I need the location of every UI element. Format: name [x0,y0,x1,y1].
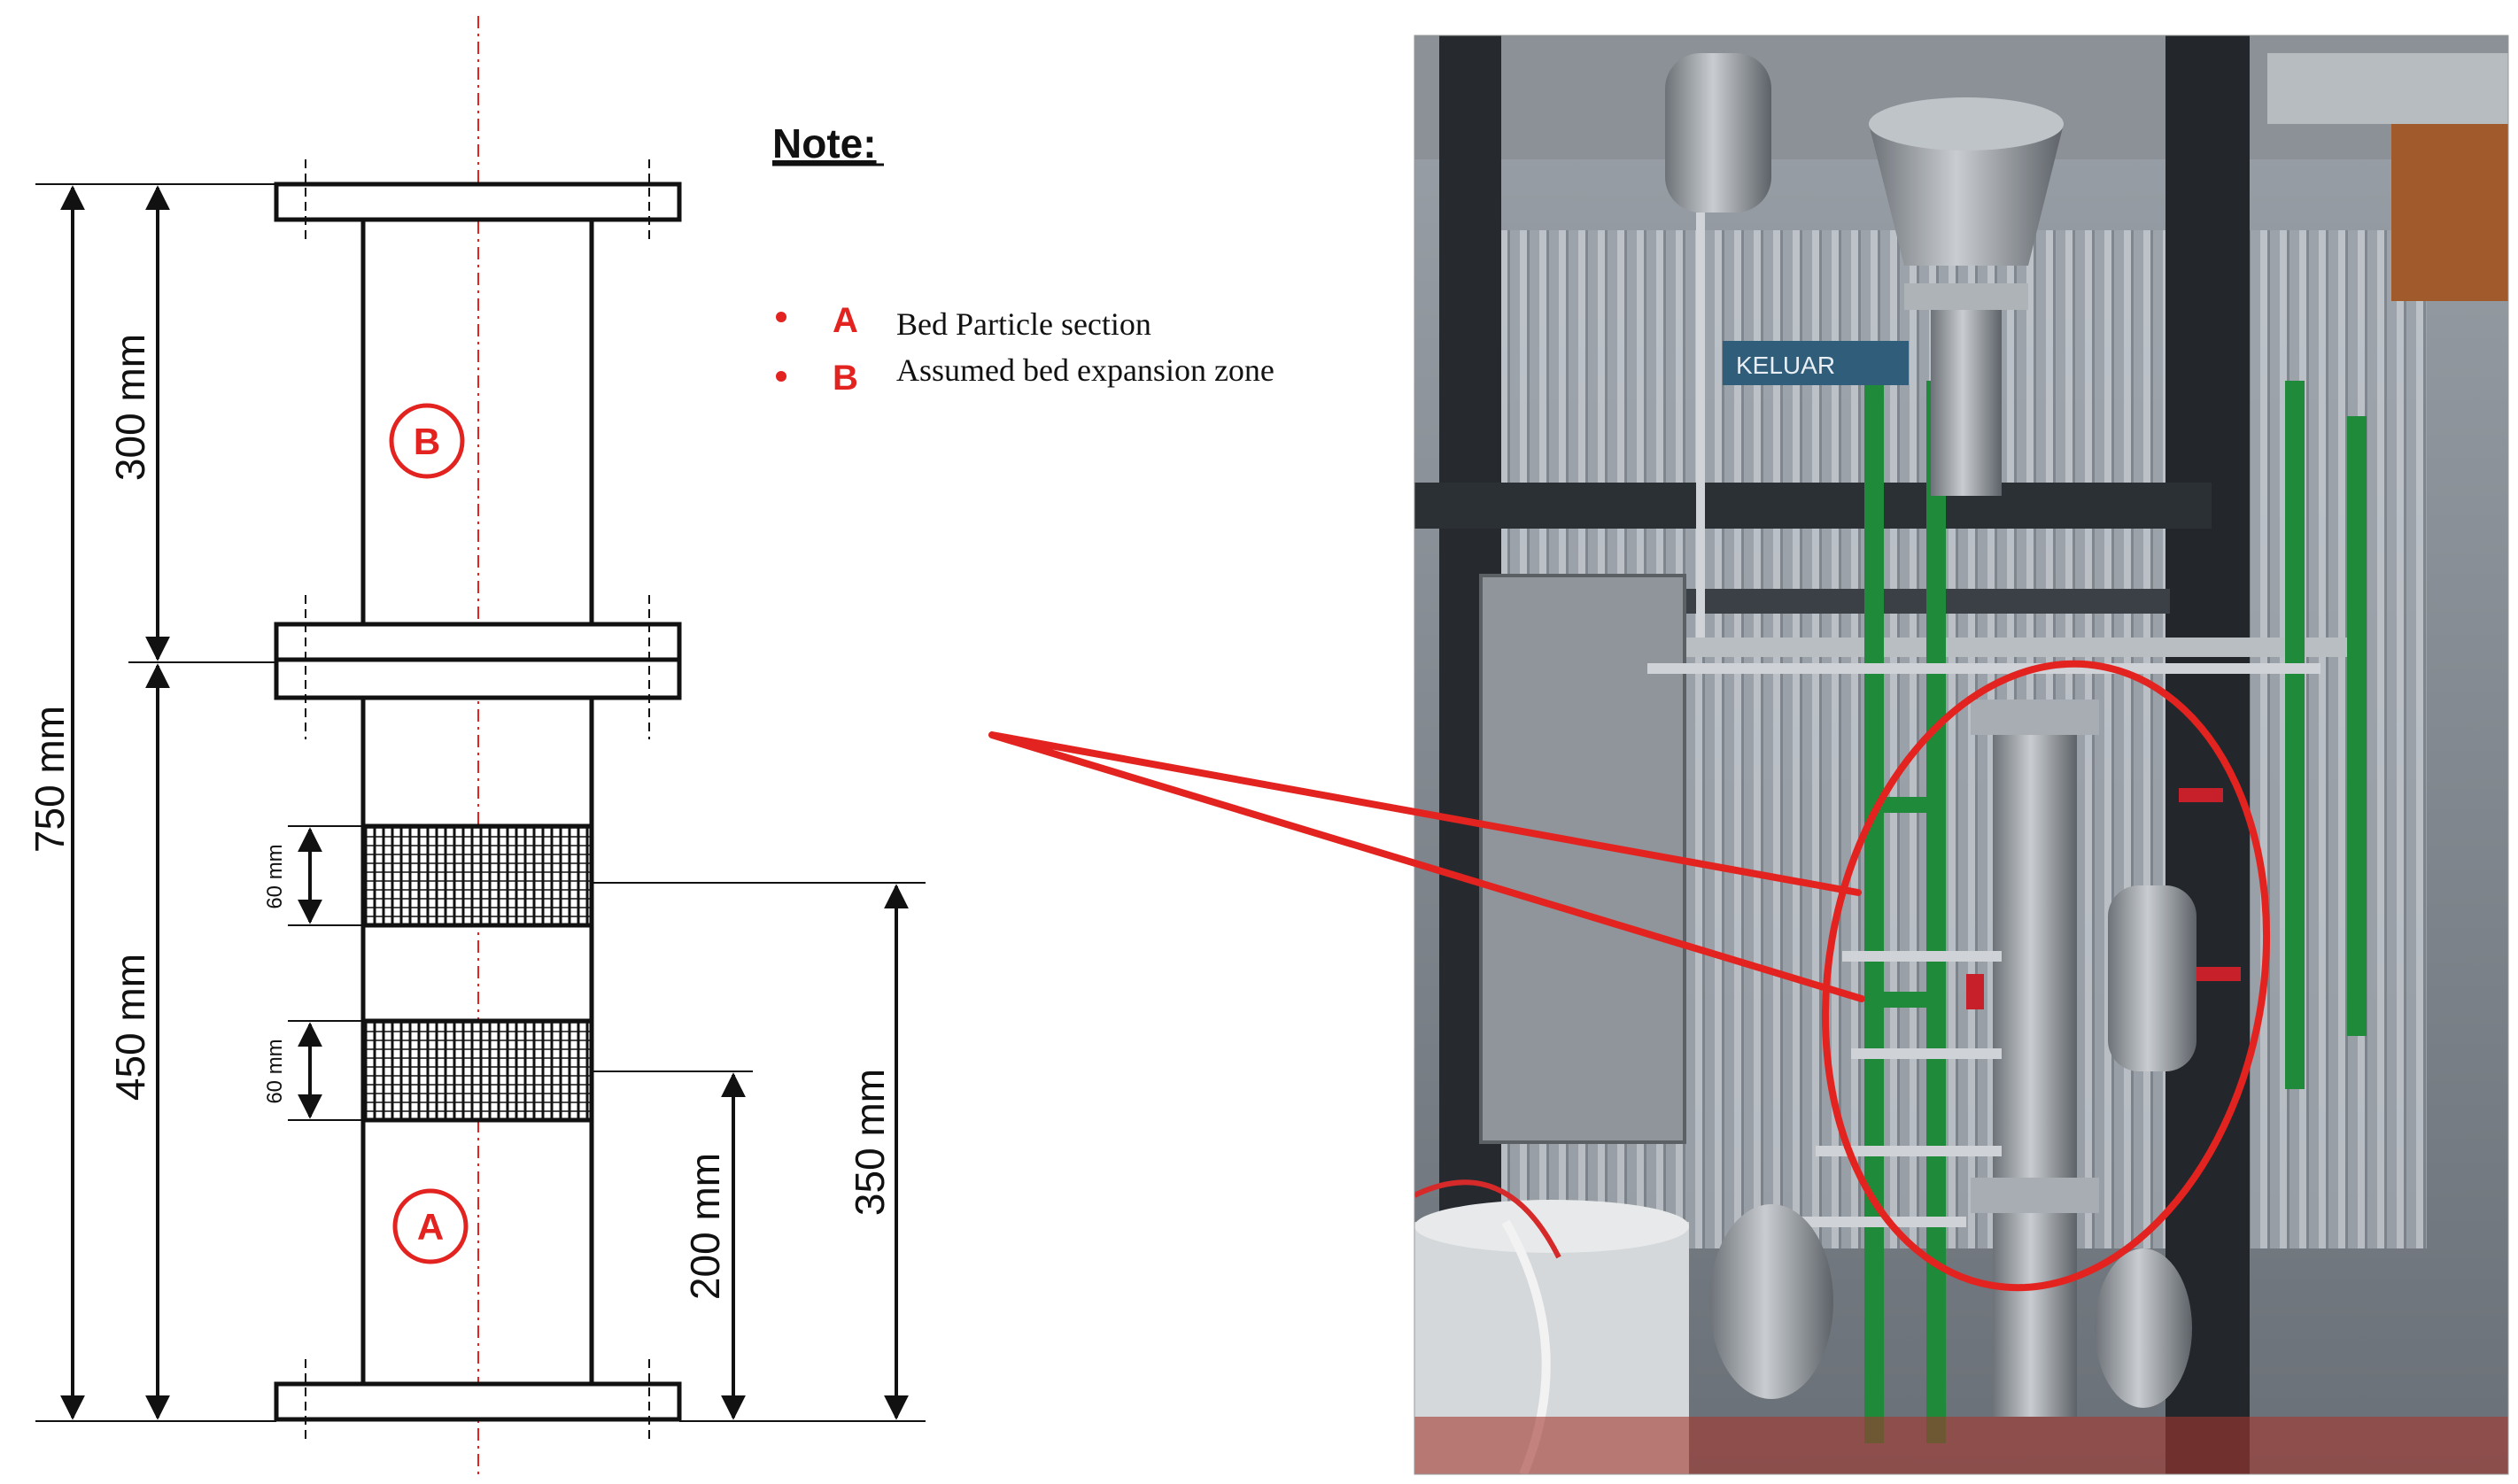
middle-flange-upper [274,622,682,662]
photo-sign [1723,341,1909,385]
photo-green-frame [1864,381,2367,1443]
dim-350-label: 350 mm [847,1069,893,1216]
zone-a-marker: A [392,1188,469,1264]
legend-key-a: A [833,301,858,340]
dim-300-label: 300 mm [107,334,153,481]
reactor-drawing: B A 750 mm [27,16,926,1474]
reactor-photo: KELUAR [1414,35,2509,1475]
photo-reactor-column [1993,699,2077,1195]
top-flange [274,182,682,222]
note-title: Note: [772,120,877,166]
legend-text-b: Assumed bed expansion zone [896,352,1274,388]
zone-b-marker: B [389,403,465,479]
legend-key-b: B [833,359,858,398]
dim-60-lower-label: 60 mm [263,1039,287,1103]
dim-450-label: 450 mm [107,954,153,1101]
legend-bullet-b [776,371,786,382]
zone-b-label: B [414,421,440,462]
dim-200-label: 200 mm [682,1153,728,1300]
dim-60-upper-label: 60 mm [263,844,287,908]
note-legend: Note: A Bed Particle section B Assumed b… [772,120,1274,398]
bolt-lines [305,159,650,1443]
legend-bullet-a [776,312,786,322]
photo-steel-column-right [2165,35,2250,1474]
middle-flange-lower [274,657,682,700]
dim-750-label: 750 mm [27,706,73,853]
photo-side-vessel [2108,885,2196,1071]
bed-particle-lower [360,1018,594,1123]
zone-a-label: A [417,1206,444,1248]
bed-particle-upper [360,823,594,928]
bottom-flange [274,1381,682,1422]
photo-sign-text: KELUAR [1736,352,1835,379]
callout-pointer [988,660,2271,1292]
legend-text-a: Bed Particle section [896,306,1151,342]
callout-ellipse [1821,660,2271,1292]
